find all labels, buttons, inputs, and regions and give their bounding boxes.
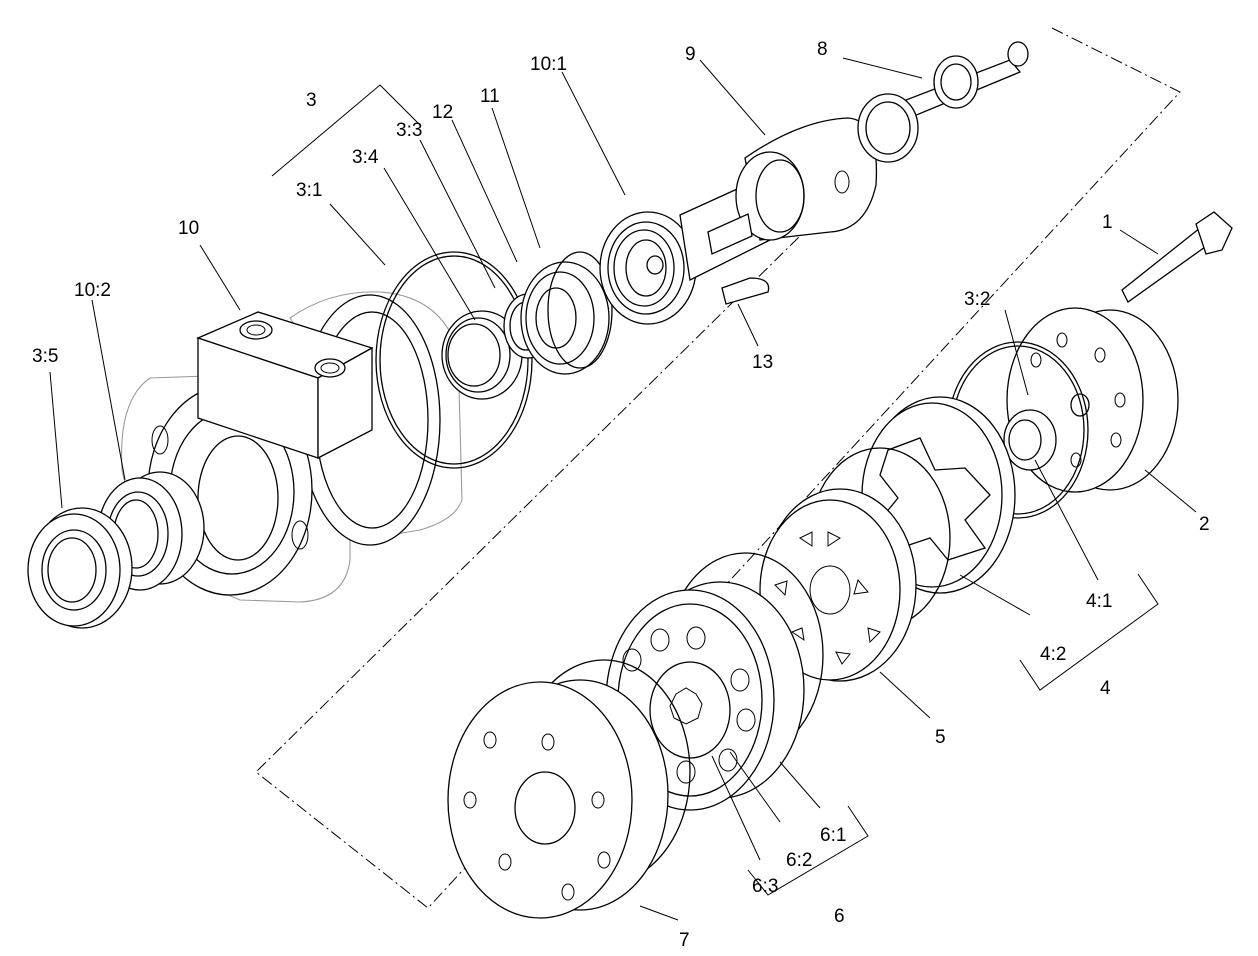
o-ring-3-1	[375, 251, 533, 469]
callout-11: 11	[480, 86, 500, 107]
bolt-part-1	[1121, 211, 1233, 303]
callout-3: 3	[306, 90, 317, 111]
key-part-13	[721, 277, 770, 305]
callout-2: 2	[1199, 514, 1210, 535]
callout-3-3: 3:3	[396, 120, 422, 141]
callout-3-2: 3:2	[964, 289, 990, 310]
leader-lines	[49, 57, 1197, 921]
callout-10-1: 10:1	[530, 54, 567, 75]
callout-10: 10	[178, 218, 199, 239]
drive-shaft-part-9	[679, 117, 878, 281]
callout-6-1: 6:1	[820, 825, 846, 846]
needle-bearing-10-1	[599, 211, 697, 325]
washer-4-1	[1003, 409, 1057, 471]
callout-6-3: 6:3	[752, 876, 778, 897]
roller-bearing-10-2	[97, 471, 205, 591]
callout-8: 8	[817, 39, 828, 60]
callout-10-2: 10:2	[74, 280, 111, 301]
callout-6-2: 6:2	[786, 850, 812, 871]
callout-4: 4	[1100, 678, 1111, 699]
cardan-shaft-part-8	[857, 41, 1029, 163]
callout-1: 1	[1102, 212, 1113, 233]
callout-12: 12	[432, 102, 453, 123]
callout-3-1: 3:1	[296, 180, 322, 201]
callout-13: 13	[752, 352, 773, 373]
shaft-seal-3-5	[27, 507, 133, 629]
callout-6: 6	[834, 906, 845, 927]
distributor-plate-part-5	[759, 488, 917, 682]
ring-part-11	[547, 251, 613, 369]
end-plate-part-7	[447, 679, 669, 919]
callout-3-5: 3:5	[32, 346, 58, 367]
callout-4-2: 4:2	[1040, 644, 1066, 665]
callout-9: 9	[685, 44, 696, 65]
callout-3-4: 3:4	[352, 147, 379, 168]
callout-4-1: 4:1	[1086, 591, 1112, 612]
assembly-boundary	[255, 27, 1181, 909]
callout-7: 7	[679, 930, 690, 951]
bearing-part-12	[520, 261, 610, 375]
callout-5: 5	[935, 727, 946, 748]
